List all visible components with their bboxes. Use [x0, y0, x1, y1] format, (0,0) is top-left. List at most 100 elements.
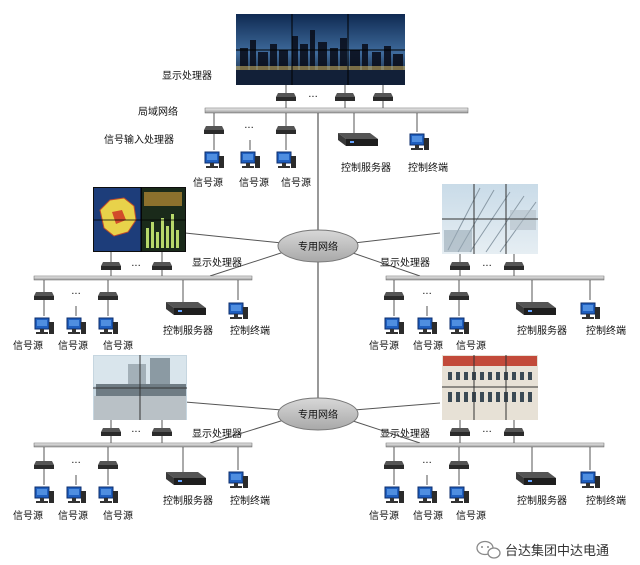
mid-left-control-terminal-label: 控制终端 — [230, 324, 270, 337]
bottom-left-display-hub — [152, 428, 172, 436]
bottom-right-source-label-1: 信号源 — [369, 509, 399, 522]
mid-right-display-processor-label: 显示处理器 — [380, 257, 430, 269]
mid-left-display-hub — [152, 262, 172, 270]
top-control-terminal-label: 控制终端 — [408, 161, 448, 174]
bottom-left-source-monitor — [98, 486, 119, 504]
bottom-left-building — [150, 358, 170, 390]
mid-right-hub-ellipsis: ... — [482, 258, 492, 269]
top-source-label-1: 信号源 — [193, 176, 223, 189]
mid-left-control-server — [166, 302, 206, 315]
private-network-2-label: 专用网络 — [298, 408, 338, 421]
bottom-left-source-monitor — [66, 486, 87, 504]
private-network-2 — [277, 397, 359, 431]
top-wall-reflection — [236, 66, 405, 70]
bottom-right-source-monitor — [449, 486, 470, 504]
bottom-right-input-hub — [449, 461, 469, 469]
top-control-server — [338, 133, 378, 146]
mid-left-input-ellipsis: ... — [71, 286, 81, 297]
bottom-right-hub-ellipsis: ... — [482, 424, 492, 435]
top-source-label-3: 信号源 — [281, 176, 311, 189]
top-display-hub — [276, 93, 296, 101]
mid-right-input-ellipsis: ... — [422, 286, 432, 297]
top-lan-label: 局域网络 — [138, 105, 178, 118]
private-network-1 — [277, 229, 359, 263]
bottom-left-source-label-2: 信号源 — [58, 509, 88, 522]
bottom-left-input-hub — [98, 461, 118, 469]
watermark-text: 台达集团中达电通 — [505, 543, 609, 559]
mid-right-bus — [385, 275, 605, 281]
bottom-right-control-server-label: 控制服务器 — [517, 494, 567, 507]
bottom-left-buses — [96, 384, 186, 396]
bottom-right-input-ellipsis: ... — [422, 455, 432, 466]
mid-right-input-hub — [384, 292, 404, 300]
mid-right-control-server-label: 控制服务器 — [517, 324, 567, 337]
bottom-right-control-terminal-label: 控制终端 — [586, 494, 626, 507]
bottom-left-source-label-1: 信号源 — [13, 509, 43, 522]
top-input-hub — [276, 126, 296, 134]
mid-right-control-terminal-label: 控制终端 — [586, 324, 626, 337]
top-display-hub — [335, 93, 355, 101]
top-lan-bus — [204, 107, 469, 114]
mid-left-hub-ellipsis: ... — [131, 258, 141, 269]
top-source-monitor — [240, 151, 261, 169]
bottom-right-source-label-3: 信号源 — [456, 509, 486, 522]
mid-right-control-server — [516, 302, 556, 315]
mid-left-bars — [146, 214, 179, 248]
bottom-left-control-terminal-label: 控制终端 — [230, 494, 270, 507]
top-display-processor-label: 显示处理器 — [162, 70, 212, 82]
bottom-left-source-monitor — [34, 486, 55, 504]
mid-right-display-hub — [504, 262, 524, 270]
top-wall-water — [236, 70, 405, 85]
bottom-right-control-server — [516, 472, 556, 485]
bottom-right-banner — [443, 356, 537, 366]
bottom-left-input-ellipsis: ... — [71, 455, 81, 466]
top-control-terminal — [409, 133, 430, 151]
mid-left-source-label-1: 信号源 — [13, 339, 43, 352]
bottom-left-display-processor-label: 显示处理器 — [192, 428, 242, 440]
mid-right-source-label-2: 信号源 — [413, 339, 443, 352]
wechat-icon — [476, 540, 501, 559]
bottom-left-bus — [33, 442, 253, 448]
mid-right-control-terminal — [580, 302, 601, 320]
mid-left-display-processor-label: 显示处理器 — [192, 257, 242, 269]
top-display-ellipsis: ... — [308, 89, 318, 100]
bottom-left-control-server-label: 控制服务器 — [163, 494, 213, 507]
mid-right-source-monitor — [384, 317, 405, 335]
mid-right-source-label-1: 信号源 — [369, 339, 399, 352]
bottom-right-display-hub — [450, 428, 470, 436]
private-network-1-label: 专用网络 — [298, 240, 338, 253]
mid-left-source-monitor — [66, 317, 87, 335]
top-display-hub — [373, 93, 393, 101]
mid-right-source-monitor — [449, 317, 470, 335]
bottom-right-source-monitor — [417, 486, 438, 504]
top-source-monitor — [204, 151, 225, 169]
mid-left-source-label-3: 信号源 — [103, 339, 133, 352]
mid-left-display-hub — [101, 262, 121, 270]
bottom-right-bus — [385, 442, 605, 448]
top-input-processor-label: 信号输入处理器 — [104, 133, 174, 146]
mid-left-chart-header — [144, 192, 182, 206]
bottom-right-input-hub — [384, 461, 404, 469]
bottom-right-control-terminal — [580, 471, 601, 489]
top-control-server-label: 控制服务器 — [341, 161, 391, 174]
bottom-right-source-label-2: 信号源 — [413, 509, 443, 522]
mid-left-source-monitor — [98, 317, 119, 335]
mid-right-platform — [510, 210, 536, 230]
top-input-ellipsis: ... — [244, 120, 254, 131]
bottom-left-control-terminal — [228, 471, 249, 489]
mid-right-train — [444, 230, 472, 252]
mid-right-input-hub — [449, 292, 469, 300]
bottom-left-control-server — [166, 472, 206, 485]
top-source-label-2: 信号源 — [239, 176, 269, 189]
bottom-right-display-hub — [504, 428, 524, 436]
mid-left-map-highlight — [112, 210, 126, 224]
bottom-left-source-label-3: 信号源 — [103, 509, 133, 522]
bottom-right-source-monitor — [384, 486, 405, 504]
mid-left-source-monitor — [34, 317, 55, 335]
mid-right-source-monitor — [417, 317, 438, 335]
mid-left-input-hub — [98, 292, 118, 300]
bottom-left-hub-ellipsis: ... — [131, 424, 141, 435]
top-input-hub — [204, 126, 224, 134]
